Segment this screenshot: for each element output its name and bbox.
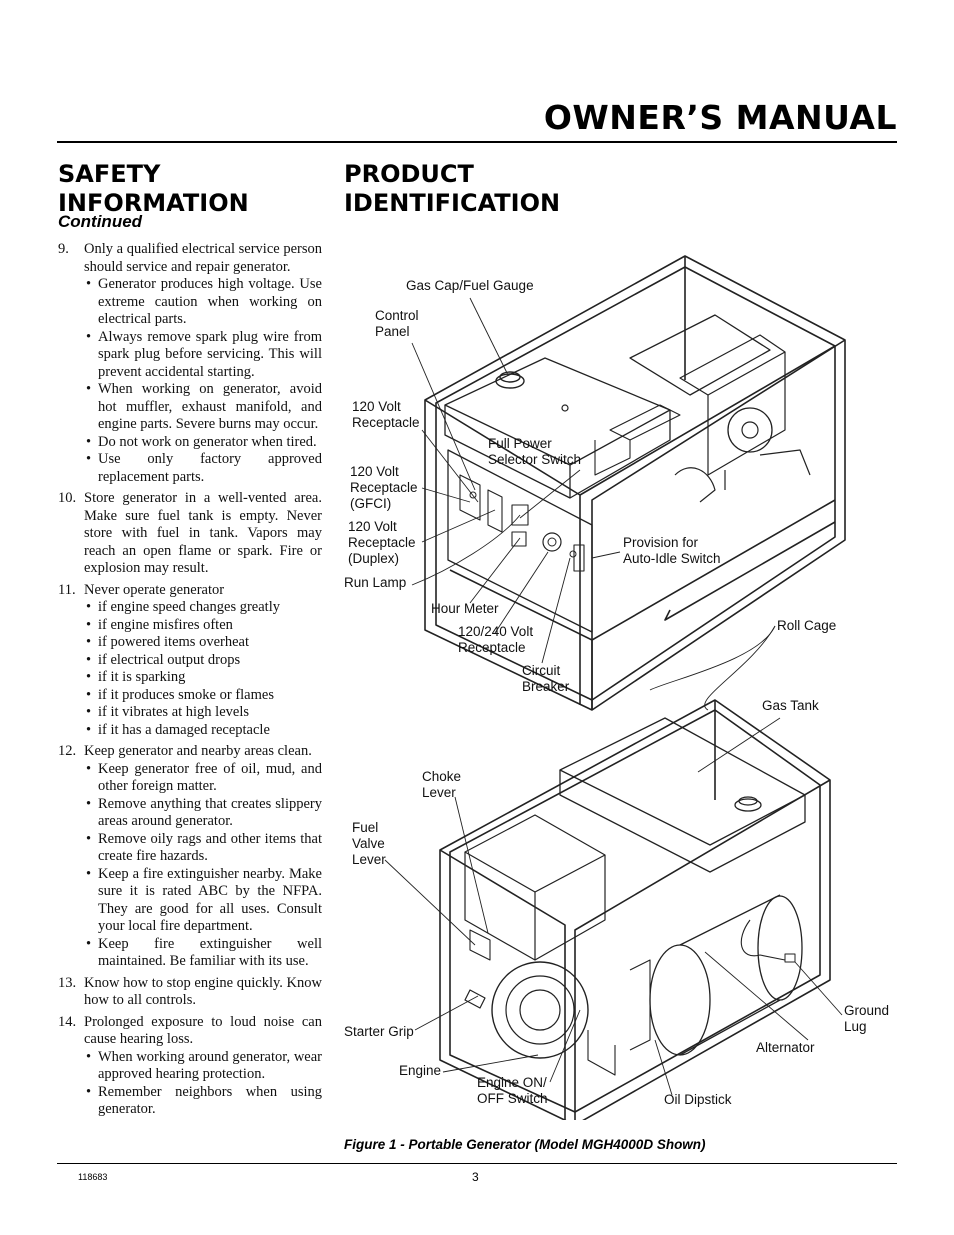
safety-sub-item: Keep generator free of oil, mud, and oth… [84, 761, 322, 796]
safety-sub-item: if powered items overheat [84, 634, 322, 652]
safety-item: 10. Store generator in a well-vented area… [58, 490, 322, 578]
callout-gas-tank: Gas Tank [762, 698, 819, 713]
safety-sub-item: Generator produces high voltage. Use ext… [84, 276, 322, 329]
lower-generator-drawing [439, 699, 831, 1120]
safety-sub-item: Remove anything that creates slippery ar… [84, 796, 322, 831]
safety-sub-list: Keep generator free of oil, mud, and oth… [84, 761, 322, 971]
callout-120v-receptacle: 120 Volt Receptacle [352, 399, 420, 430]
safety-item: 9. Only a qualified electrical service pe… [58, 241, 322, 486]
callout-starter-grip: Starter Grip [344, 1024, 414, 1039]
safety-item: 14. Prolonged exposure to loud noise can … [58, 1014, 322, 1119]
footer-rule [57, 1163, 897, 1164]
callout-auto-idle-provision: Provision for Auto-Idle Switch [623, 535, 721, 566]
safety-sub-list: if engine speed changes greatlyif engine… [84, 599, 322, 739]
safety-item-number: 10. [58, 490, 77, 506]
safety-sub-item: Remove oily rags and other items that cr… [84, 831, 322, 866]
safety-sub-item: When working around generator, wear appr… [84, 1049, 322, 1084]
generator-figure: Gas Cap/Fuel Gauge Control Panel 120 Vol… [330, 240, 910, 1120]
callout-hour-meter: Hour Meter [431, 601, 499, 616]
document-number: 118683 [78, 1172, 108, 1182]
safety-sub-item: if it has a damaged receptacle [84, 722, 322, 740]
callout-run-lamp: Run Lamp [344, 575, 407, 590]
upper-generator-drawing [424, 255, 846, 711]
safety-sub-item: When working on generator, avoid hot muf… [84, 381, 322, 434]
callout-ground-lug: Ground Lug [844, 1003, 890, 1034]
callout-choke-lever: Choke Lever [422, 769, 462, 800]
safety-sub-item: if it is sparking [84, 669, 322, 687]
safety-item: 13. Know how to stop engine quickly. Know… [58, 975, 322, 1010]
safety-item-text: Only a qualified electrical service pers… [84, 241, 322, 275]
manual-title: OWNER’S MANUAL [543, 98, 897, 137]
safety-item-number: 11. [58, 581, 76, 598]
leader-lines [384, 297, 843, 1096]
callout-circuit-breaker: Circuit Breaker [522, 663, 570, 694]
callout-engine-switch: Engine ON/ OFF Switch [477, 1075, 548, 1106]
safety-sub-list: Generator produces high voltage. Use ext… [84, 276, 322, 486]
callout-gas-cap: Gas Cap/Fuel Gauge [406, 278, 534, 293]
safety-list: 9. Only a qualified electrical service pe… [58, 241, 322, 1123]
safety-continued-label: Continued [58, 212, 143, 231]
callout-gfci-receptacle: 120 Volt Receptacle (GFCI) [350, 464, 418, 511]
safety-item-number: 9. [58, 241, 69, 257]
callout-duplex-receptacle: 120 Volt Receptacle (Duplex) [348, 519, 416, 566]
safety-item-number: 12. [58, 743, 77, 759]
safety-sub-item: Remember neighbors when using generator. [84, 1084, 322, 1119]
safety-sub-item: if engine misfires often [84, 617, 322, 635]
safety-item-number: 13. [58, 974, 77, 991]
callout-oil-dipstick: Oil Dipstick [664, 1092, 732, 1107]
callout-engine: Engine [399, 1063, 442, 1078]
safety-sub-item: if it vibrates at high levels [84, 704, 322, 722]
safety-item: 11. Never operate generatorif engine spee… [58, 582, 322, 740]
safety-sub-item: Do not work on generator when tired. [84, 434, 322, 452]
generator-illustration [384, 255, 846, 1120]
safety-item-text: Know how to stop engine quickly. Know ho… [84, 974, 322, 1009]
safety-sub-item: if it produces smoke or flames [84, 687, 322, 705]
callout-roll-cage: Roll Cage [777, 618, 837, 633]
safety-sub-list: When working around generator, wear appr… [84, 1049, 322, 1119]
safety-item-text: Never operate generator [84, 581, 225, 598]
safety-sub-item: Use only factory approved replacement pa… [84, 451, 322, 486]
safety-item-number: 14. [58, 1013, 77, 1030]
safety-item-text: Keep generator and nearby areas clean. [84, 743, 312, 759]
safety-item-text: Store generator in a well-vented area. M… [84, 490, 322, 576]
callout-full-power-switch: Full Power Selector Switch [488, 436, 582, 467]
callout-alternator: Alternator [756, 1040, 815, 1055]
safety-sub-item: Keep fire extinguisher well maintained. … [84, 936, 322, 971]
figure-caption: Figure 1 - Portable Generator (Model MGH… [344, 1137, 706, 1152]
safety-sub-item: Always remove spark plug wire from spark… [84, 329, 322, 382]
safety-section-title: SAFETY INFORMATION [58, 160, 249, 217]
callout-240v-receptacle: 120/240 Volt Receptacle [458, 624, 534, 655]
safety-item: 12. Keep generator and nearby areas clean… [58, 743, 322, 971]
safety-sub-item: if electrical output drops [84, 652, 322, 670]
safety-sub-item: Keep a fire extinguisher nearby. Make su… [84, 866, 322, 936]
header-rule [57, 141, 897, 143]
safety-item-text: Prolonged exposure to loud noise can cau… [84, 1013, 322, 1048]
callout-fuel-valve-lever: Fuel Valve Lever [352, 820, 386, 867]
safety-sub-item: if engine speed changes greatly [84, 599, 322, 617]
page-number: 3 [472, 1170, 479, 1184]
callout-control-panel: Control Panel [375, 308, 419, 339]
product-section-title: PRODUCT IDENTIFICATION [344, 160, 561, 217]
